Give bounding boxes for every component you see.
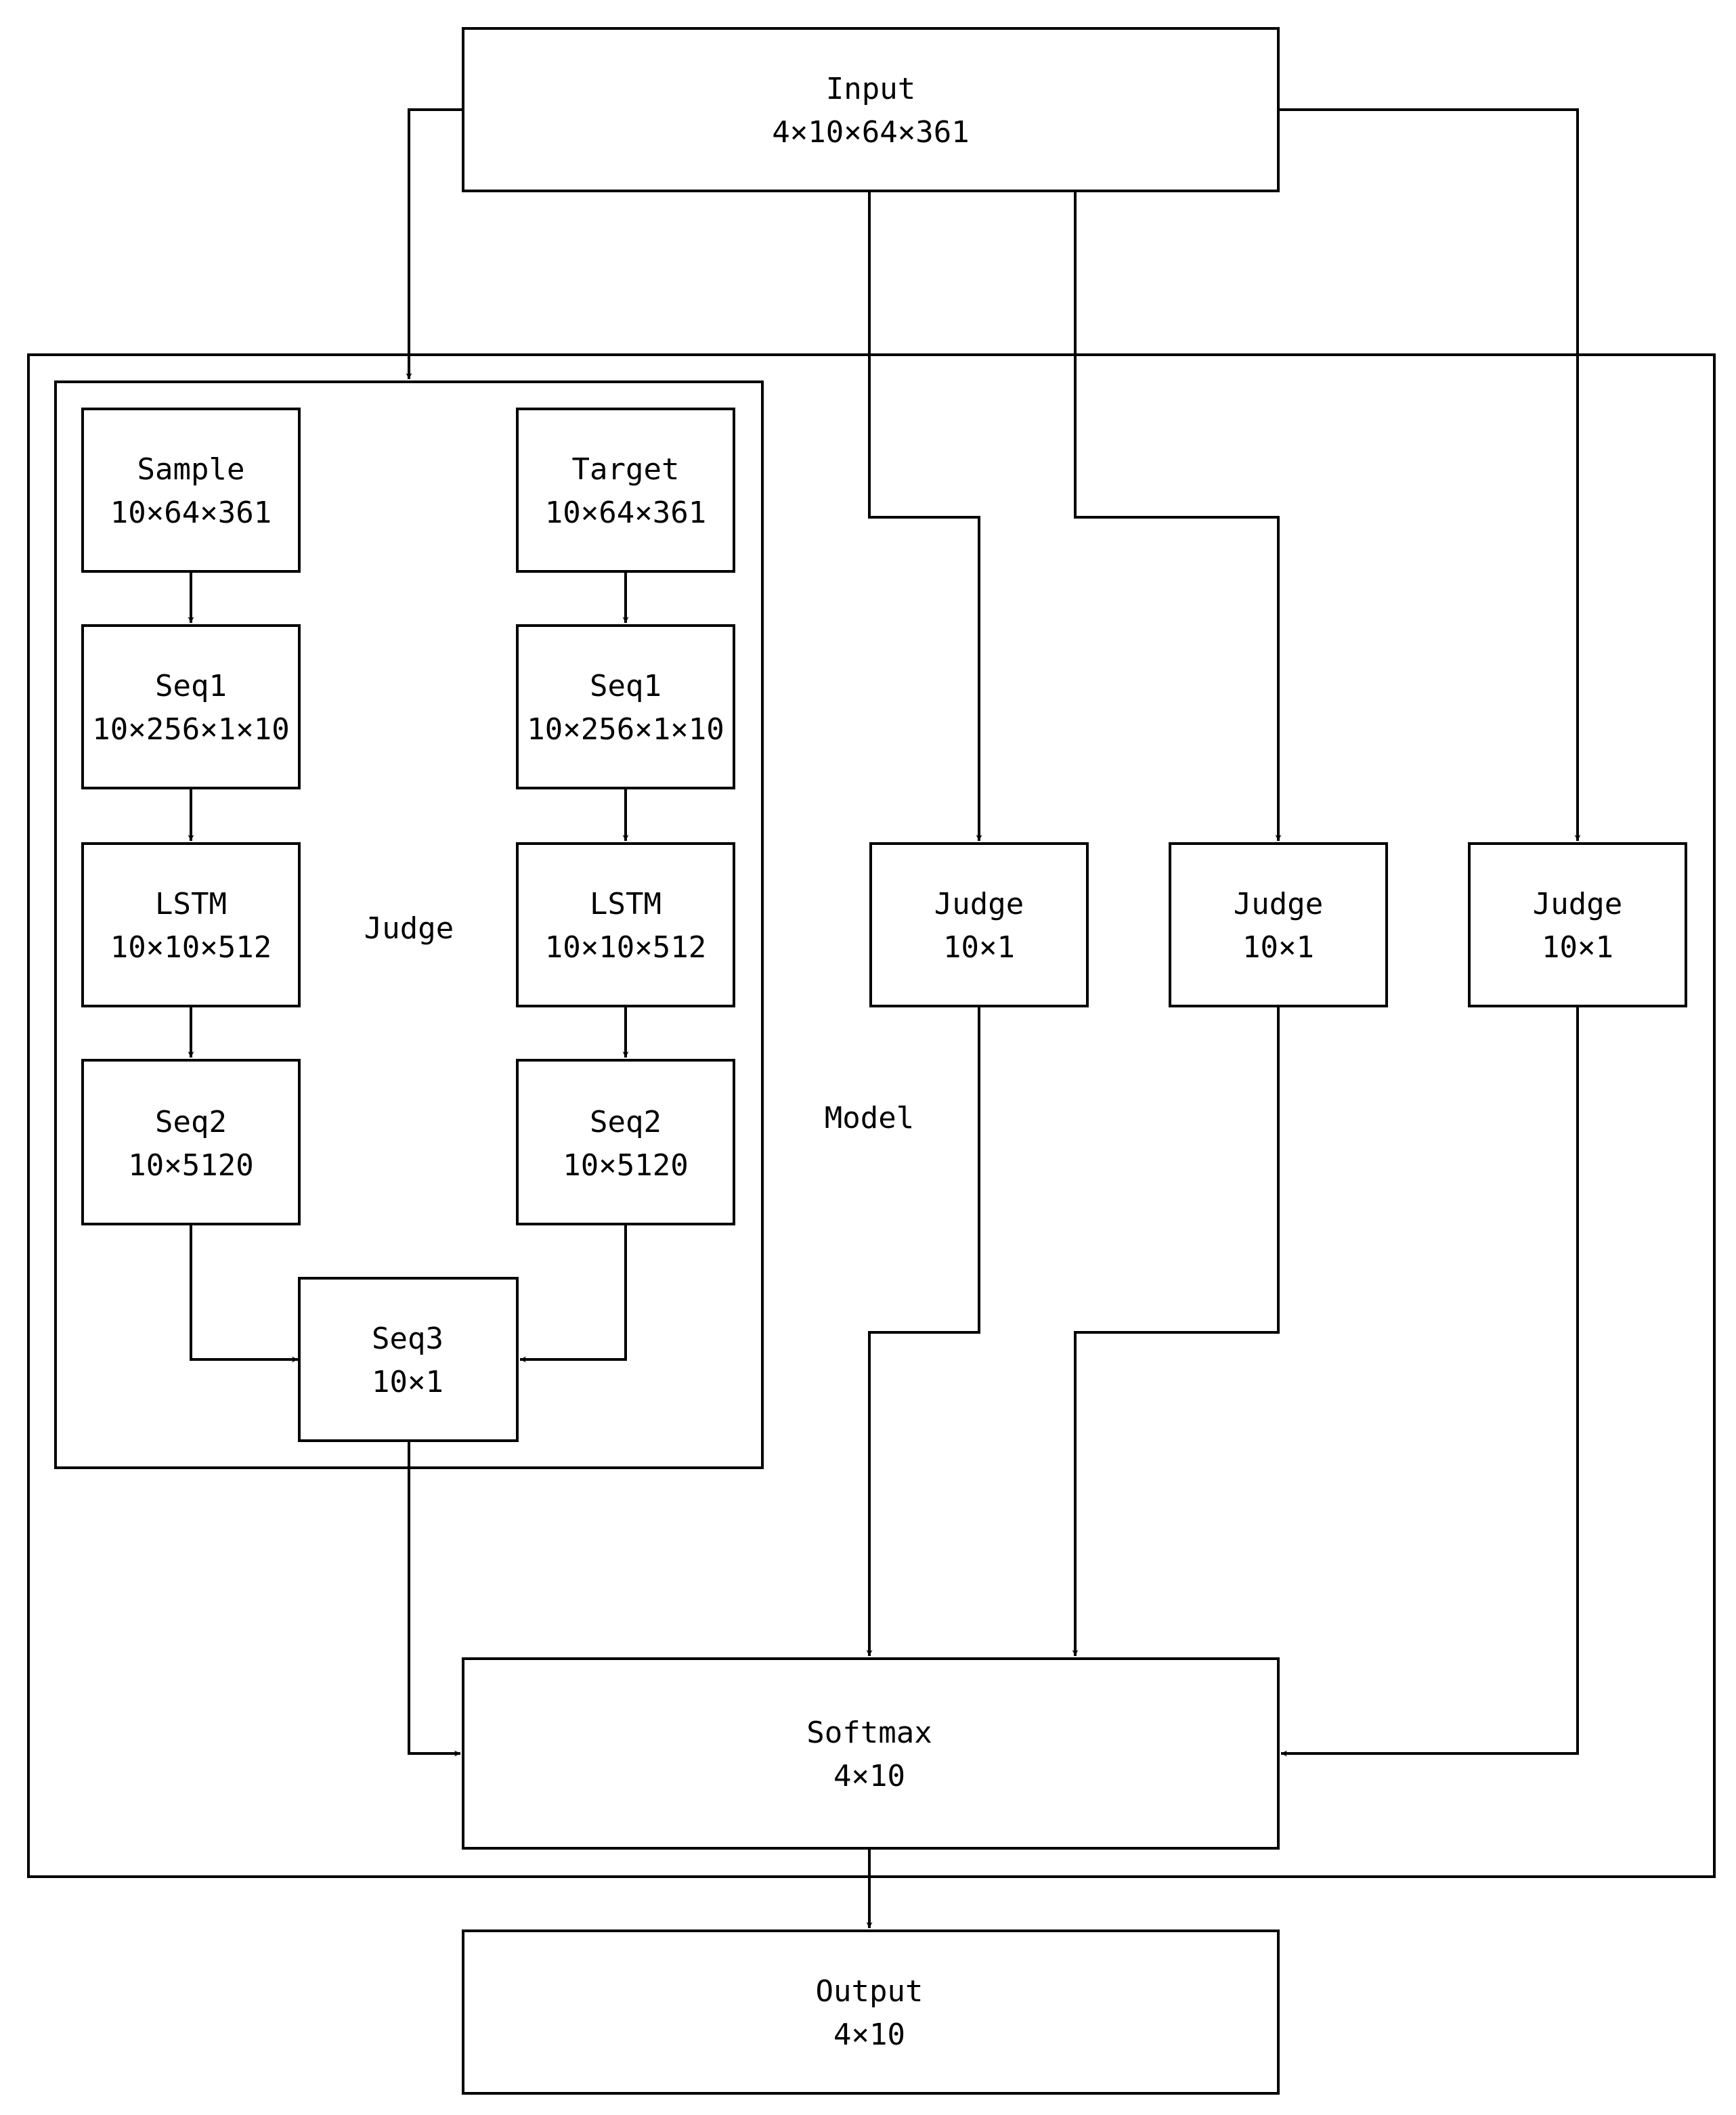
target-shape: 10×64×361: [545, 496, 706, 530]
seq2-left-shape: 10×5120: [128, 1148, 253, 1183]
model-container: [27, 353, 1716, 1878]
input-name: Input: [826, 72, 915, 106]
edge-judge-c-to-softmax: [1281, 1006, 1579, 1757]
output-shape: 4×10: [833, 2018, 905, 2052]
judge-c-node: Judge 10×1: [1468, 842, 1687, 1007]
seq1-left-shape: 10×256×1×10: [92, 712, 289, 747]
output-node: Output 4×10: [462, 1929, 1280, 2095]
edge-seq3-to-softmax: [408, 1441, 460, 1757]
output-name: Output: [816, 1974, 924, 2009]
seq1-right-node: Seq1 10×256×1×10: [516, 624, 735, 789]
seq1-left-node: Seq1 10×256×1×10: [81, 624, 301, 789]
seq1-right-name: Seq1: [590, 669, 661, 703]
judge-b-name: Judge: [1234, 887, 1323, 921]
sample-shape: 10×64×361: [110, 496, 272, 530]
edge-seq2-right-to-seq3: [520, 1224, 627, 1363]
lstm-left-shape: 10×10×512: [110, 930, 272, 965]
judge-a-node: Judge 10×1: [869, 842, 1089, 1007]
sample-name: Sample: [137, 452, 245, 487]
edge-input-to-judge-c: [1278, 108, 1581, 841]
seq3-node: Seq3 10×1: [298, 1277, 519, 1442]
lstm-right-name: LSTM: [590, 887, 661, 921]
edge-judge-b-to-softmax: [1072, 1006, 1280, 1656]
seq3-shape: 10×1: [372, 1365, 443, 1399]
seq2-left-name: Seq2: [155, 1105, 227, 1139]
edge-input-to-judge-b: [1074, 191, 1282, 841]
edge-judge-a-to-softmax: [866, 1006, 980, 1656]
seq2-left-node: Seq2 10×5120: [81, 1059, 301, 1225]
input-node: Input 4×10×64×361: [462, 27, 1280, 192]
judge-c-name: Judge: [1533, 887, 1622, 921]
target-node: Target 10×64×361: [516, 408, 735, 573]
seq2-right-node: Seq2 10×5120: [516, 1059, 735, 1225]
judge-a-name: Judge: [934, 887, 1024, 921]
target-name: Target: [572, 452, 680, 487]
judge-c-shape: 10×1: [1542, 930, 1613, 965]
edge-input-to-judge-group: [406, 108, 463, 379]
softmax-shape: 4×10: [833, 1759, 905, 1793]
model-label: Model: [825, 1101, 914, 1135]
softmax-name: Softmax: [806, 1716, 932, 1750]
judge-b-node: Judge 10×1: [1169, 842, 1388, 1007]
sample-node: Sample 10×64×361: [81, 408, 301, 573]
input-shape: 4×10×64×361: [772, 115, 969, 150]
lstm-right-node: LSTM 10×10×512: [516, 842, 735, 1007]
seq2-right-name: Seq2: [590, 1105, 661, 1139]
lstm-left-node: LSTM 10×10×512: [81, 842, 301, 1007]
judge-group-label: Judge: [364, 911, 454, 946]
judge-a-shape: 10×1: [943, 930, 1015, 965]
edge-seq2-left-to-seq3: [190, 1224, 298, 1363]
seq1-left-name: Seq1: [155, 669, 227, 703]
lstm-right-shape: 10×10×512: [545, 930, 706, 965]
seq1-right-shape: 10×256×1×10: [527, 712, 724, 747]
softmax-node: Softmax 4×10: [462, 1657, 1280, 1850]
edge-input-to-judge-a: [868, 191, 982, 841]
seq2-right-shape: 10×5120: [563, 1148, 688, 1183]
lstm-left-name: LSTM: [155, 887, 227, 921]
seq3-name: Seq3: [372, 1322, 443, 1356]
judge-b-shape: 10×1: [1242, 930, 1314, 965]
